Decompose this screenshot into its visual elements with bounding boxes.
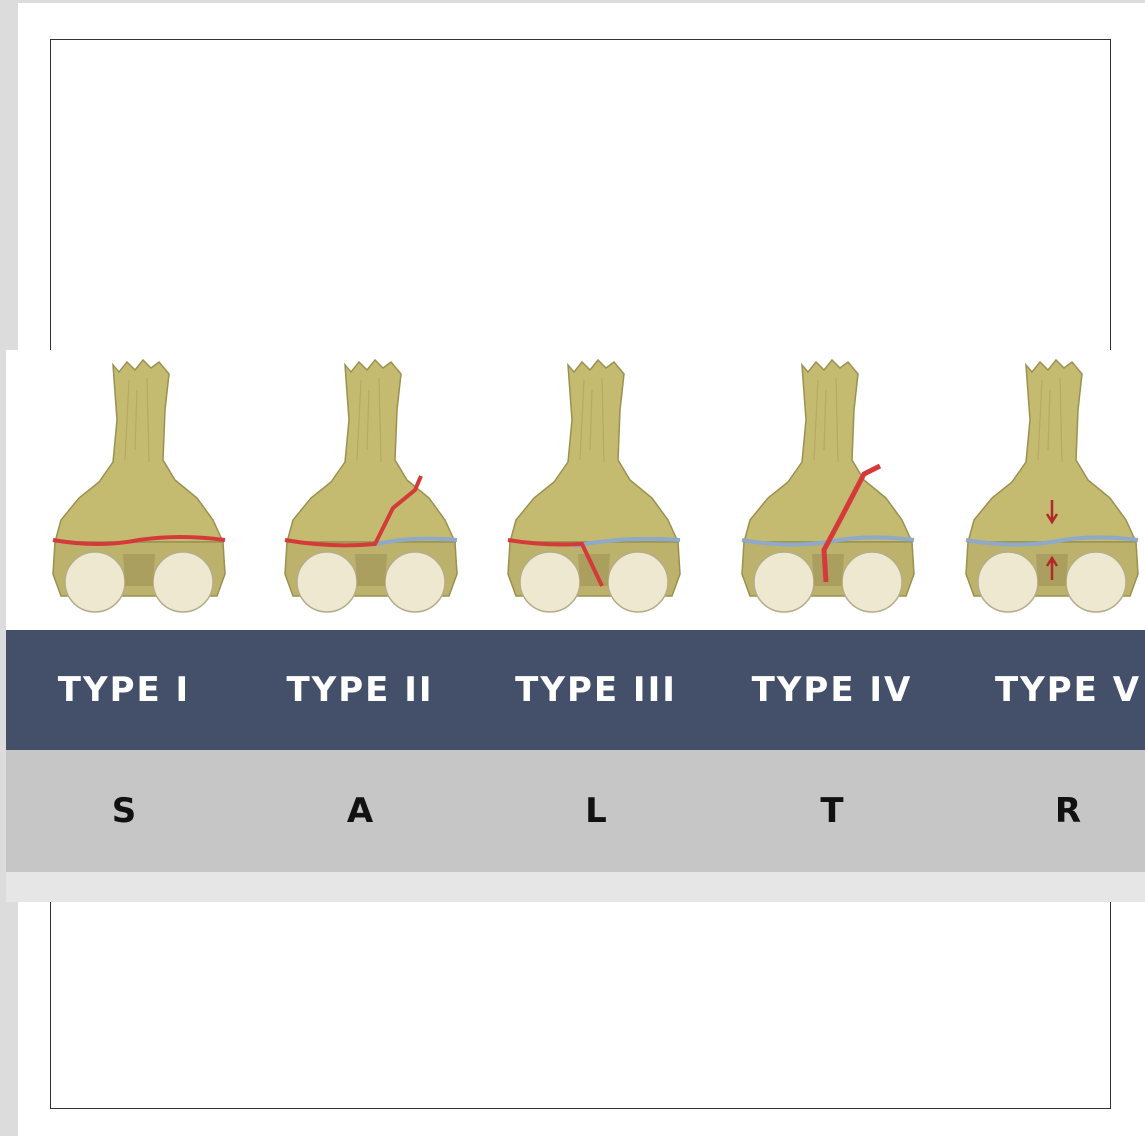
type-cell-4: TYPE IV	[714, 630, 950, 750]
letter-cell-1: S	[6, 750, 242, 872]
type-cell-2: TYPE II	[242, 630, 478, 750]
type-label-5: TYPE V	[995, 670, 1141, 710]
letter-cell-3: L	[478, 750, 714, 872]
letter-cell-2: A	[242, 750, 478, 872]
type-label-2: TYPE II	[286, 670, 433, 710]
mnemonic-letter-1: S	[112, 791, 137, 831]
mnemonic-letter-5: R	[1055, 791, 1081, 831]
type-cell-5: TYPE V	[950, 630, 1145, 750]
mnemonic-letter-2: A	[347, 791, 373, 831]
type-label-1: TYPE I	[58, 670, 190, 710]
type-cell-3: TYPE III	[478, 630, 714, 750]
type-label-3: TYPE III	[515, 670, 677, 710]
mnemonic-letter-3: L	[585, 791, 607, 831]
mnemonic-letter-4: T	[820, 791, 843, 831]
type-label-4: TYPE IV	[752, 670, 913, 710]
bone-type-3	[508, 360, 680, 612]
bone-illustrations	[6, 350, 1145, 630]
bone-type-4	[742, 360, 914, 612]
bottom-strip	[6, 872, 1145, 902]
salter-harris-figure: TYPE I TYPE II TYPE III TYPE IV TYPE V S…	[6, 350, 1145, 902]
bone-type-1	[53, 360, 225, 612]
bone-type-2	[285, 360, 457, 612]
letter-cell-5: R	[950, 750, 1145, 872]
type-cell-1: TYPE I	[6, 630, 242, 750]
letter-cell-4: T	[714, 750, 950, 872]
type-band: TYPE I TYPE II TYPE III TYPE IV TYPE V	[6, 630, 1145, 750]
bone-type-5	[966, 360, 1138, 612]
mnemonic-band: S A L T R	[6, 750, 1145, 872]
